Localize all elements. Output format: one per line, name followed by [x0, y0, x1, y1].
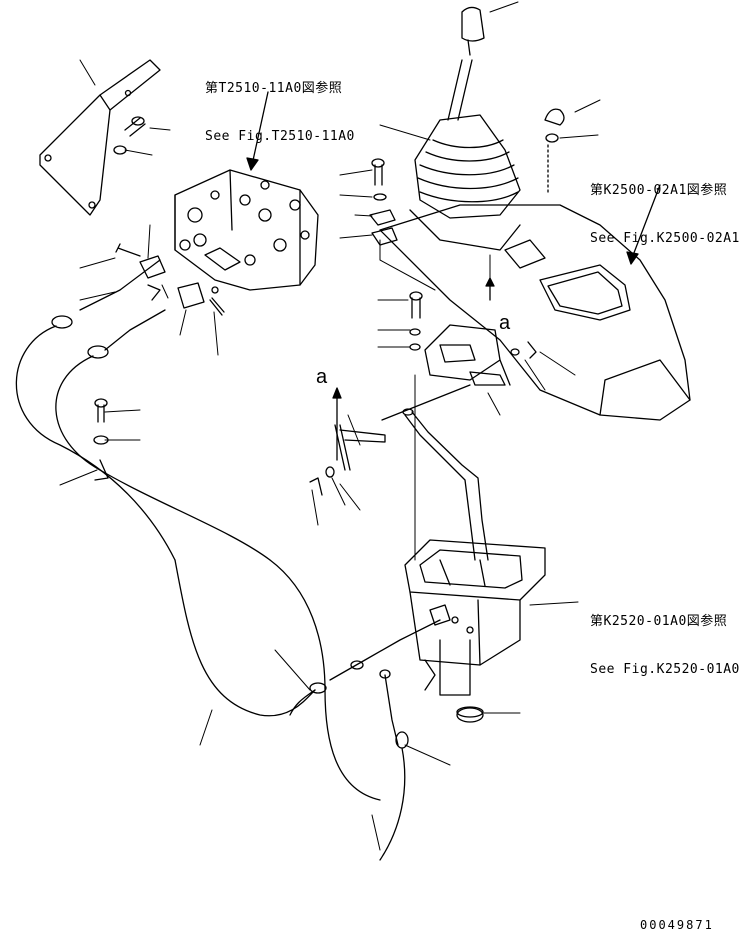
console-cap: [544, 108, 565, 143]
drawing-number: 00049871: [640, 918, 714, 932]
lever-box-reference-en: See Fig.K2520-01A0: [590, 662, 740, 677]
arrow-a-lower: [332, 387, 342, 461]
lever-knob: [461, 6, 485, 56]
valve-reference-jp: 第T2510-11A0図参照: [205, 81, 343, 96]
cover-reference-jp: 第K2500-02A1図参照: [590, 183, 728, 198]
bracket-bolt: [113, 116, 146, 155]
grommet-top: [456, 706, 484, 718]
lever-box: [404, 539, 546, 696]
cover-reference-en: See Fig.K2500-02A1: [590, 231, 740, 246]
bracket-plate: [39, 59, 161, 216]
ref-arrow-cover: [626, 184, 661, 265]
marker-a-lower: a: [316, 366, 328, 388]
control-valve: [174, 169, 319, 291]
shift-lever: [402, 408, 489, 561]
ref-arrow-valve: [246, 91, 269, 171]
leader-lines: [59, 1, 601, 851]
marker-a-upper: a: [499, 312, 511, 334]
valve-reference-en: See Fig.T2510-11A0: [205, 129, 355, 144]
valve-cables: [15, 259, 381, 801]
lever-box-reference-jp: 第K2520-01A0図参照: [590, 614, 728, 629]
lever-boot: [409, 114, 521, 251]
valve-reference-label: 第T2510-11A0図参照 See Fig.T2510-11A0: [205, 49, 355, 161]
bracket-bolts: [369, 158, 423, 351]
lever-rod: [447, 59, 473, 121]
lever-bracket: [424, 324, 537, 386]
cable-clamp-bolt: [93, 398, 109, 445]
valve-fittings: [115, 239, 225, 316]
assembly-lines: [379, 239, 491, 561]
lever-box-reference-label: 第K2520-01A0図参照 See Fig.K2520-01A0: [590, 582, 740, 694]
box-cables: [289, 619, 441, 861]
arrow-a-upper: [485, 277, 495, 301]
console-cover: [379, 204, 691, 421]
link-parts: [309, 384, 471, 496]
grommet: [456, 707, 484, 723]
cover-reference-label: 第K2500-02A1図参照 See Fig.K2500-02A1: [590, 151, 740, 263]
